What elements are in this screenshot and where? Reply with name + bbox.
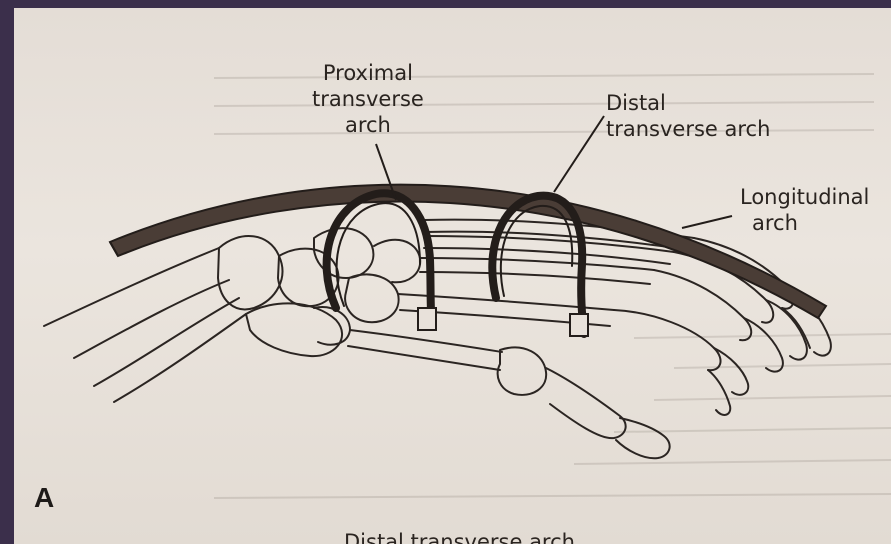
label-line: arch (312, 112, 424, 138)
label-line: arch (740, 210, 869, 236)
calcaneus-bone (246, 303, 342, 356)
metatarsal-1 (350, 330, 502, 352)
fibula-bone (94, 298, 239, 386)
next-panel-caption: Distal transverse arch (344, 530, 575, 544)
label-proximal-transverse-arch: Proximal transverse arch (312, 60, 424, 138)
talus-bone (218, 236, 282, 309)
label-longitudinal-arch: Longitudinal arch (740, 184, 869, 236)
label-line: transverse (312, 86, 424, 112)
label-line: transverse arch (606, 116, 770, 142)
distal-transverse-arch-band (492, 196, 588, 336)
proximal-transverse-arch-band (327, 193, 436, 330)
tibia-bone (44, 248, 219, 326)
label-line: Distal (606, 90, 770, 116)
panel-letter: A (34, 482, 54, 514)
label-line: Proximal (312, 60, 424, 86)
book-page: Proximal transverse arch Distal transver… (14, 8, 891, 544)
big-toe (498, 347, 546, 394)
foot-arch-diagram (14, 8, 891, 544)
label-line: Longitudinal (740, 184, 869, 210)
label-distal-transverse-arch: Distal transverse arch (606, 90, 770, 142)
